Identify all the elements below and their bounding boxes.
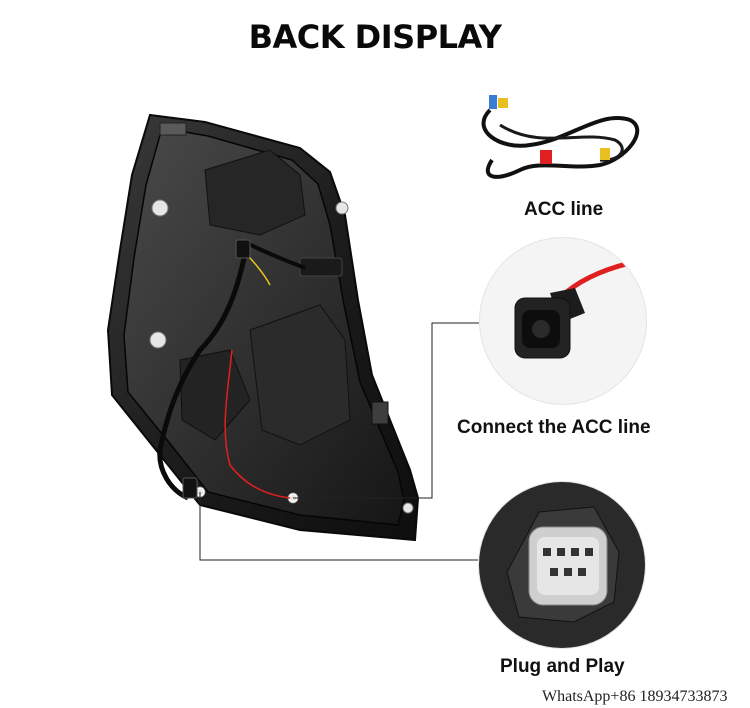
acc-line-caption: ACC line <box>524 199 604 220</box>
plug-socket-icon <box>479 482 645 648</box>
plug-and-play-caption: Plug and Play <box>500 656 625 677</box>
whatsapp-contact: WhatsApp+86 18934733873 <box>542 688 728 705</box>
tail-light-back-photo <box>106 113 420 542</box>
acc-wire-harness-photo <box>481 95 640 179</box>
acc-connector-photo <box>479 237 647 405</box>
connect-acc-line-caption: Connect the ACC line <box>457 417 651 438</box>
page-title: BACK DISPLAY <box>248 18 502 56</box>
leader-lines <box>199 322 479 561</box>
plug-socket-photo <box>478 481 646 649</box>
acc-connector-icon <box>514 260 631 359</box>
leader-line-plug <box>199 492 478 561</box>
leader-line-acc <box>293 322 479 499</box>
